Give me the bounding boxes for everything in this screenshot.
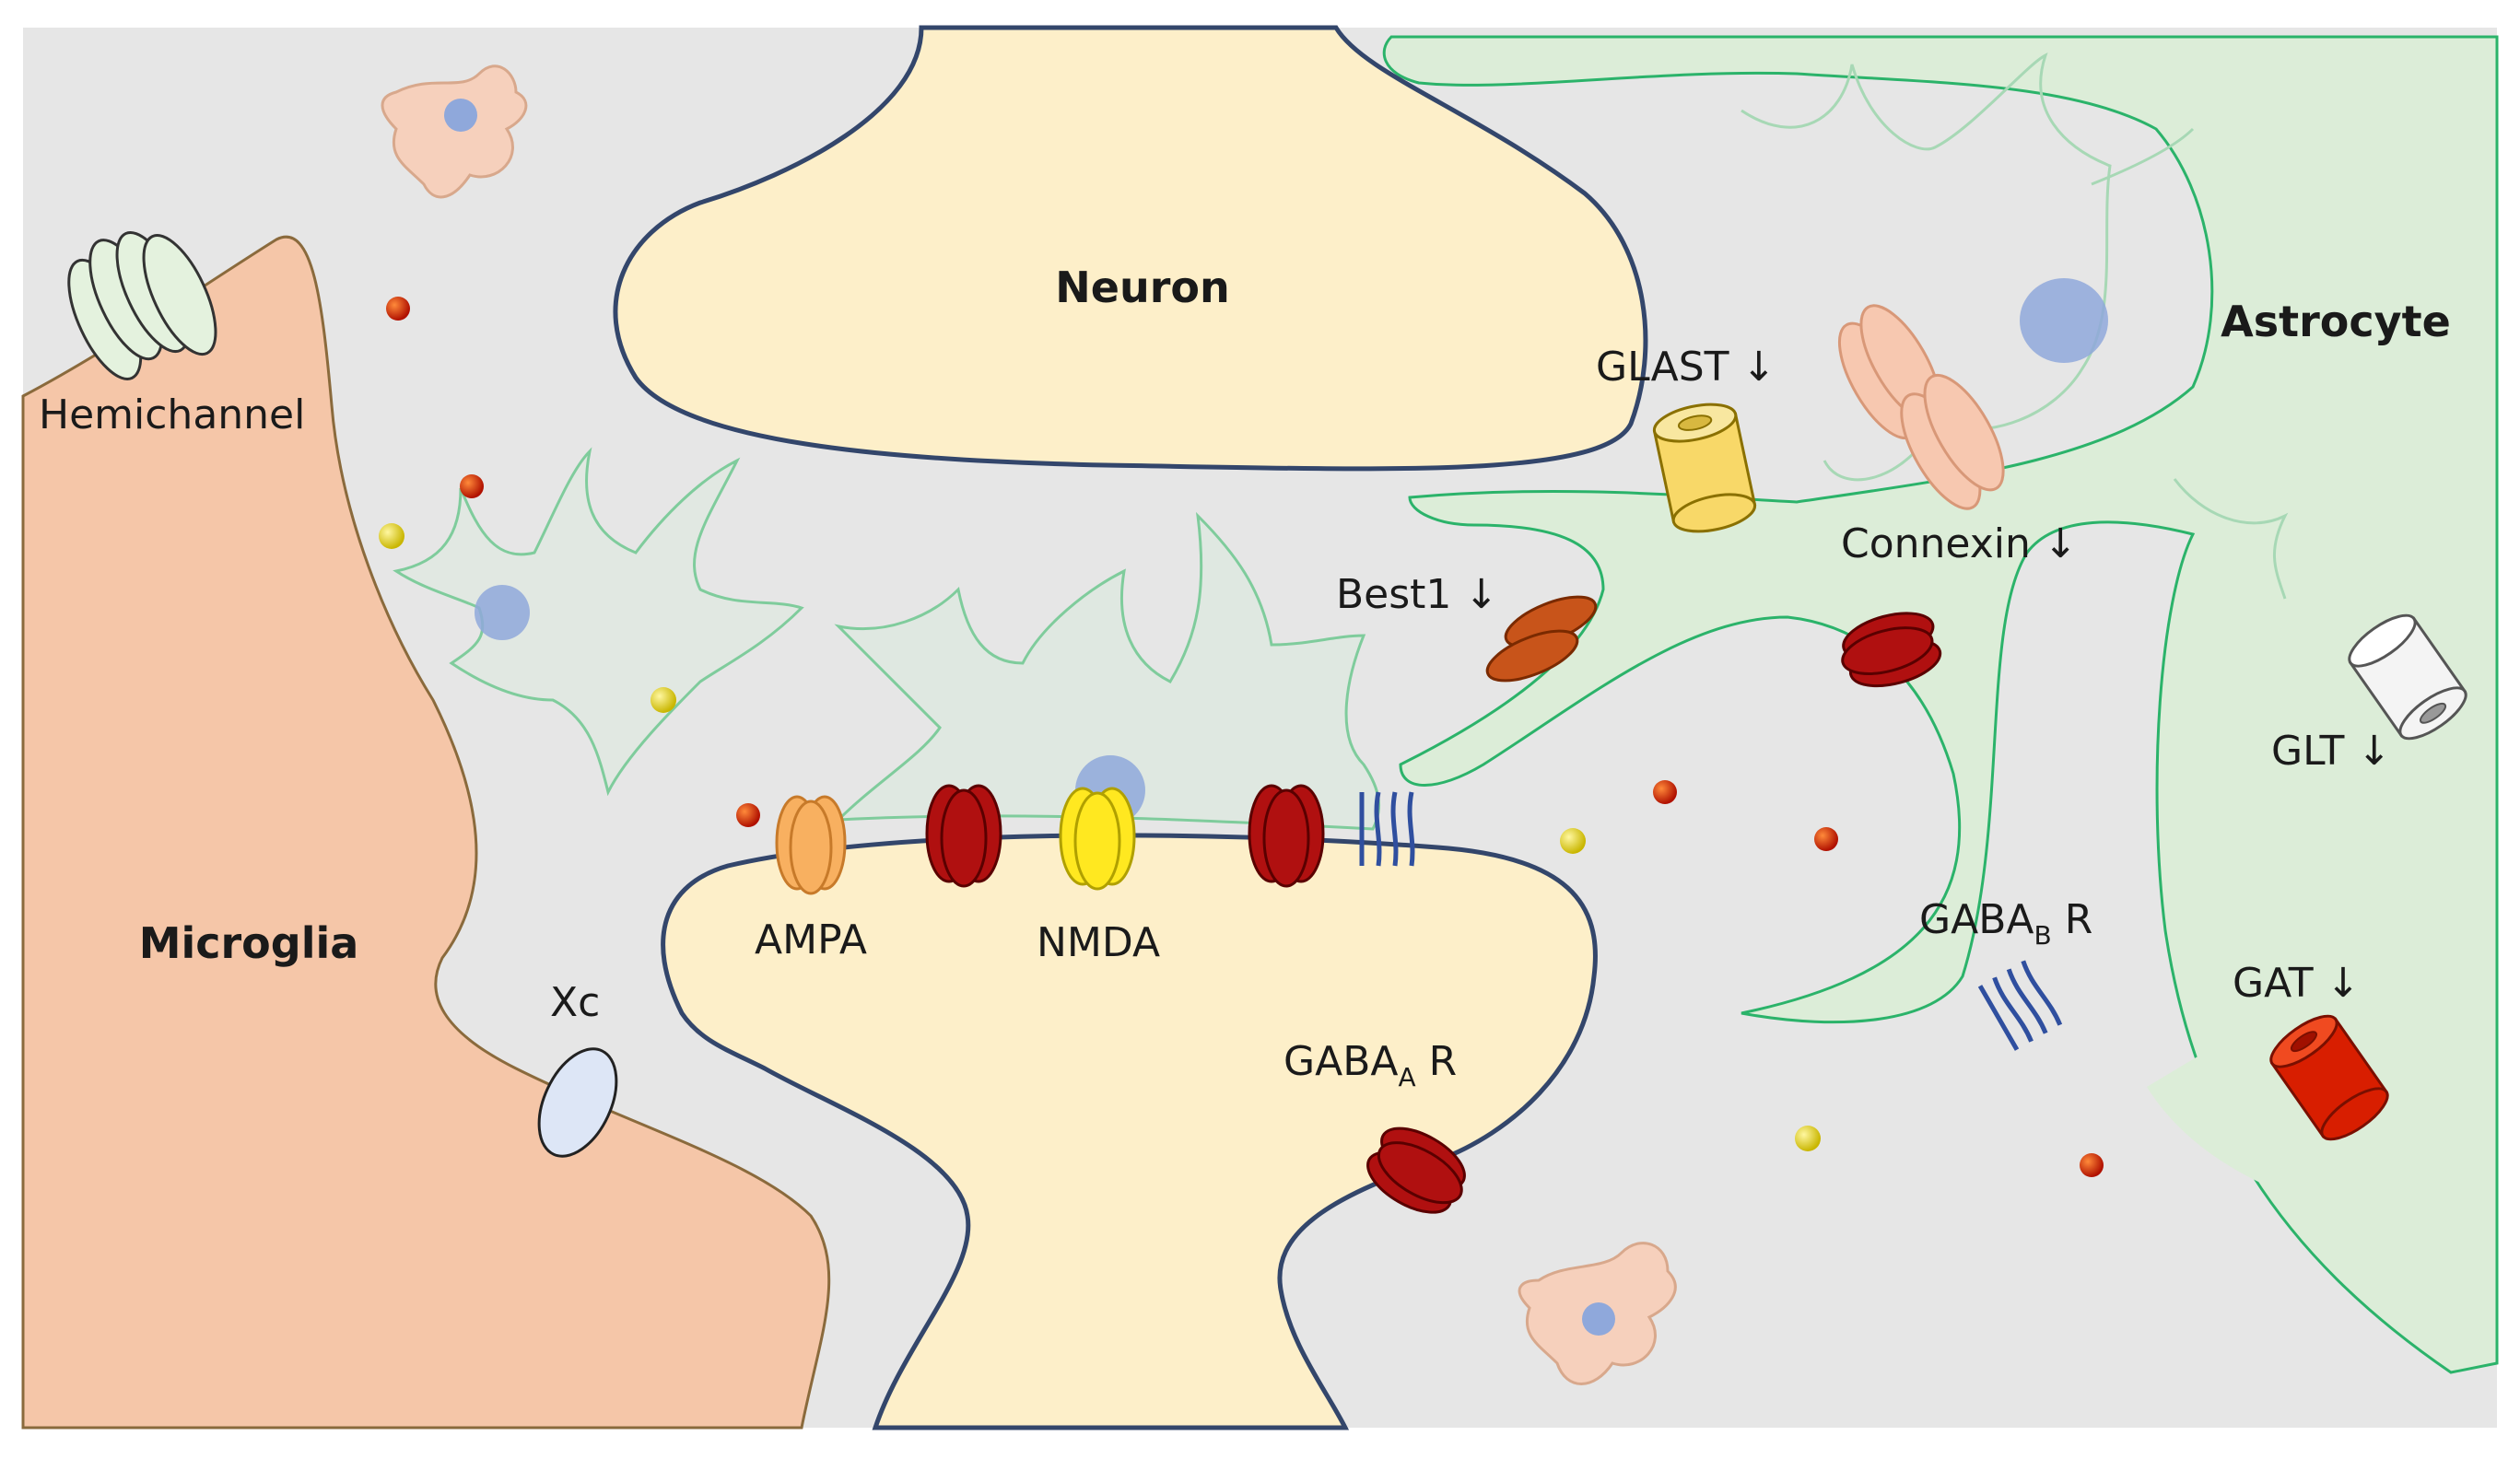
astrocyte-label: Astrocyte — [2221, 297, 2451, 346]
gaba-dot — [1560, 828, 1586, 854]
small-microglia-top — [381, 64, 528, 199]
gaba-molecules — [379, 523, 1821, 1151]
gaba-b-receptor-coil-icon — [1359, 791, 1415, 867]
astrocyte-process — [2147, 976, 2405, 1225]
ampa-label: AMPA — [755, 916, 867, 963]
best1-label: Best1 ↓ — [1336, 571, 1498, 618]
neuron-label: Neuron — [1055, 263, 1229, 312]
connexin-label: Connexin ↓ — [1841, 520, 2078, 567]
astrocyte-body — [1382, 35, 2499, 1374]
gaba-a-label-tail: R — [1416, 1038, 1458, 1085]
glutamate-dot — [386, 297, 410, 321]
glt-transporter-icon — [2348, 613, 2467, 741]
hemichannel-label: Hemichannel — [39, 391, 305, 438]
gaba-b-label-tail: R — [2052, 896, 2093, 943]
gat-label: GAT ↓ — [2233, 960, 2361, 1007]
gaba-a-receptor-icon — [1366, 1126, 1466, 1214]
ampa-receptor-icon — [775, 795, 847, 895]
gaba-dot — [379, 523, 404, 549]
gaba-dot — [651, 687, 676, 713]
gaba-a-label: GABAA R — [1283, 1038, 1457, 1092]
nmda-label: NMDA — [1037, 919, 1160, 966]
receptor-red-astrocyte-icon — [1841, 612, 1942, 688]
connexin-icon — [1837, 304, 2005, 510]
receptor-red-icon — [925, 784, 1002, 888]
glutamate-molecules — [386, 297, 2104, 1177]
glast-label: GLAST ↓ — [1596, 344, 1776, 391]
glutamate-dot — [1814, 827, 1838, 851]
hemichannel-icon — [67, 230, 217, 380]
small-astrocyte-nucleus — [475, 585, 530, 640]
glutamate-dot — [2080, 1153, 2104, 1177]
glast-transporter-icon — [1652, 403, 1757, 533]
gaba-b-receptor-astrocyte-icon — [1977, 960, 2063, 1051]
gaba-b-label: GABAB R — [1919, 896, 2092, 951]
glutamate-dot — [1653, 780, 1677, 804]
gaba-a-label-main: GABA — [1283, 1038, 1398, 1085]
gaba-dot — [1795, 1126, 1821, 1151]
best1-channel-icon — [1485, 595, 1598, 683]
xc-label: Xc — [550, 979, 600, 1026]
glt-label: GLT ↓ — [2271, 728, 2391, 775]
nmda-receptor-icon — [1059, 787, 1136, 891]
microglia-label: Microglia — [139, 918, 359, 968]
small-microglia-bottom — [1518, 1242, 1677, 1385]
neuron-presynaptic — [613, 25, 1648, 472]
glutamate-dot — [460, 474, 484, 498]
glutamate-dot — [736, 803, 760, 827]
gat-transporter-icon — [2269, 1014, 2389, 1141]
xc-transporter-icon — [537, 1047, 618, 1158]
receptor-red-icon — [1248, 784, 1325, 888]
microglia-body — [21, 235, 831, 1430]
small-astrocyte-left — [393, 447, 804, 797]
astrocyte-nucleus — [2020, 278, 2108, 363]
gaba-a-label-sub: A — [1398, 1062, 1415, 1092]
gaba-b-label-sub: B — [2034, 920, 2051, 951]
gaba-b-label-main: GABA — [1919, 896, 2034, 943]
